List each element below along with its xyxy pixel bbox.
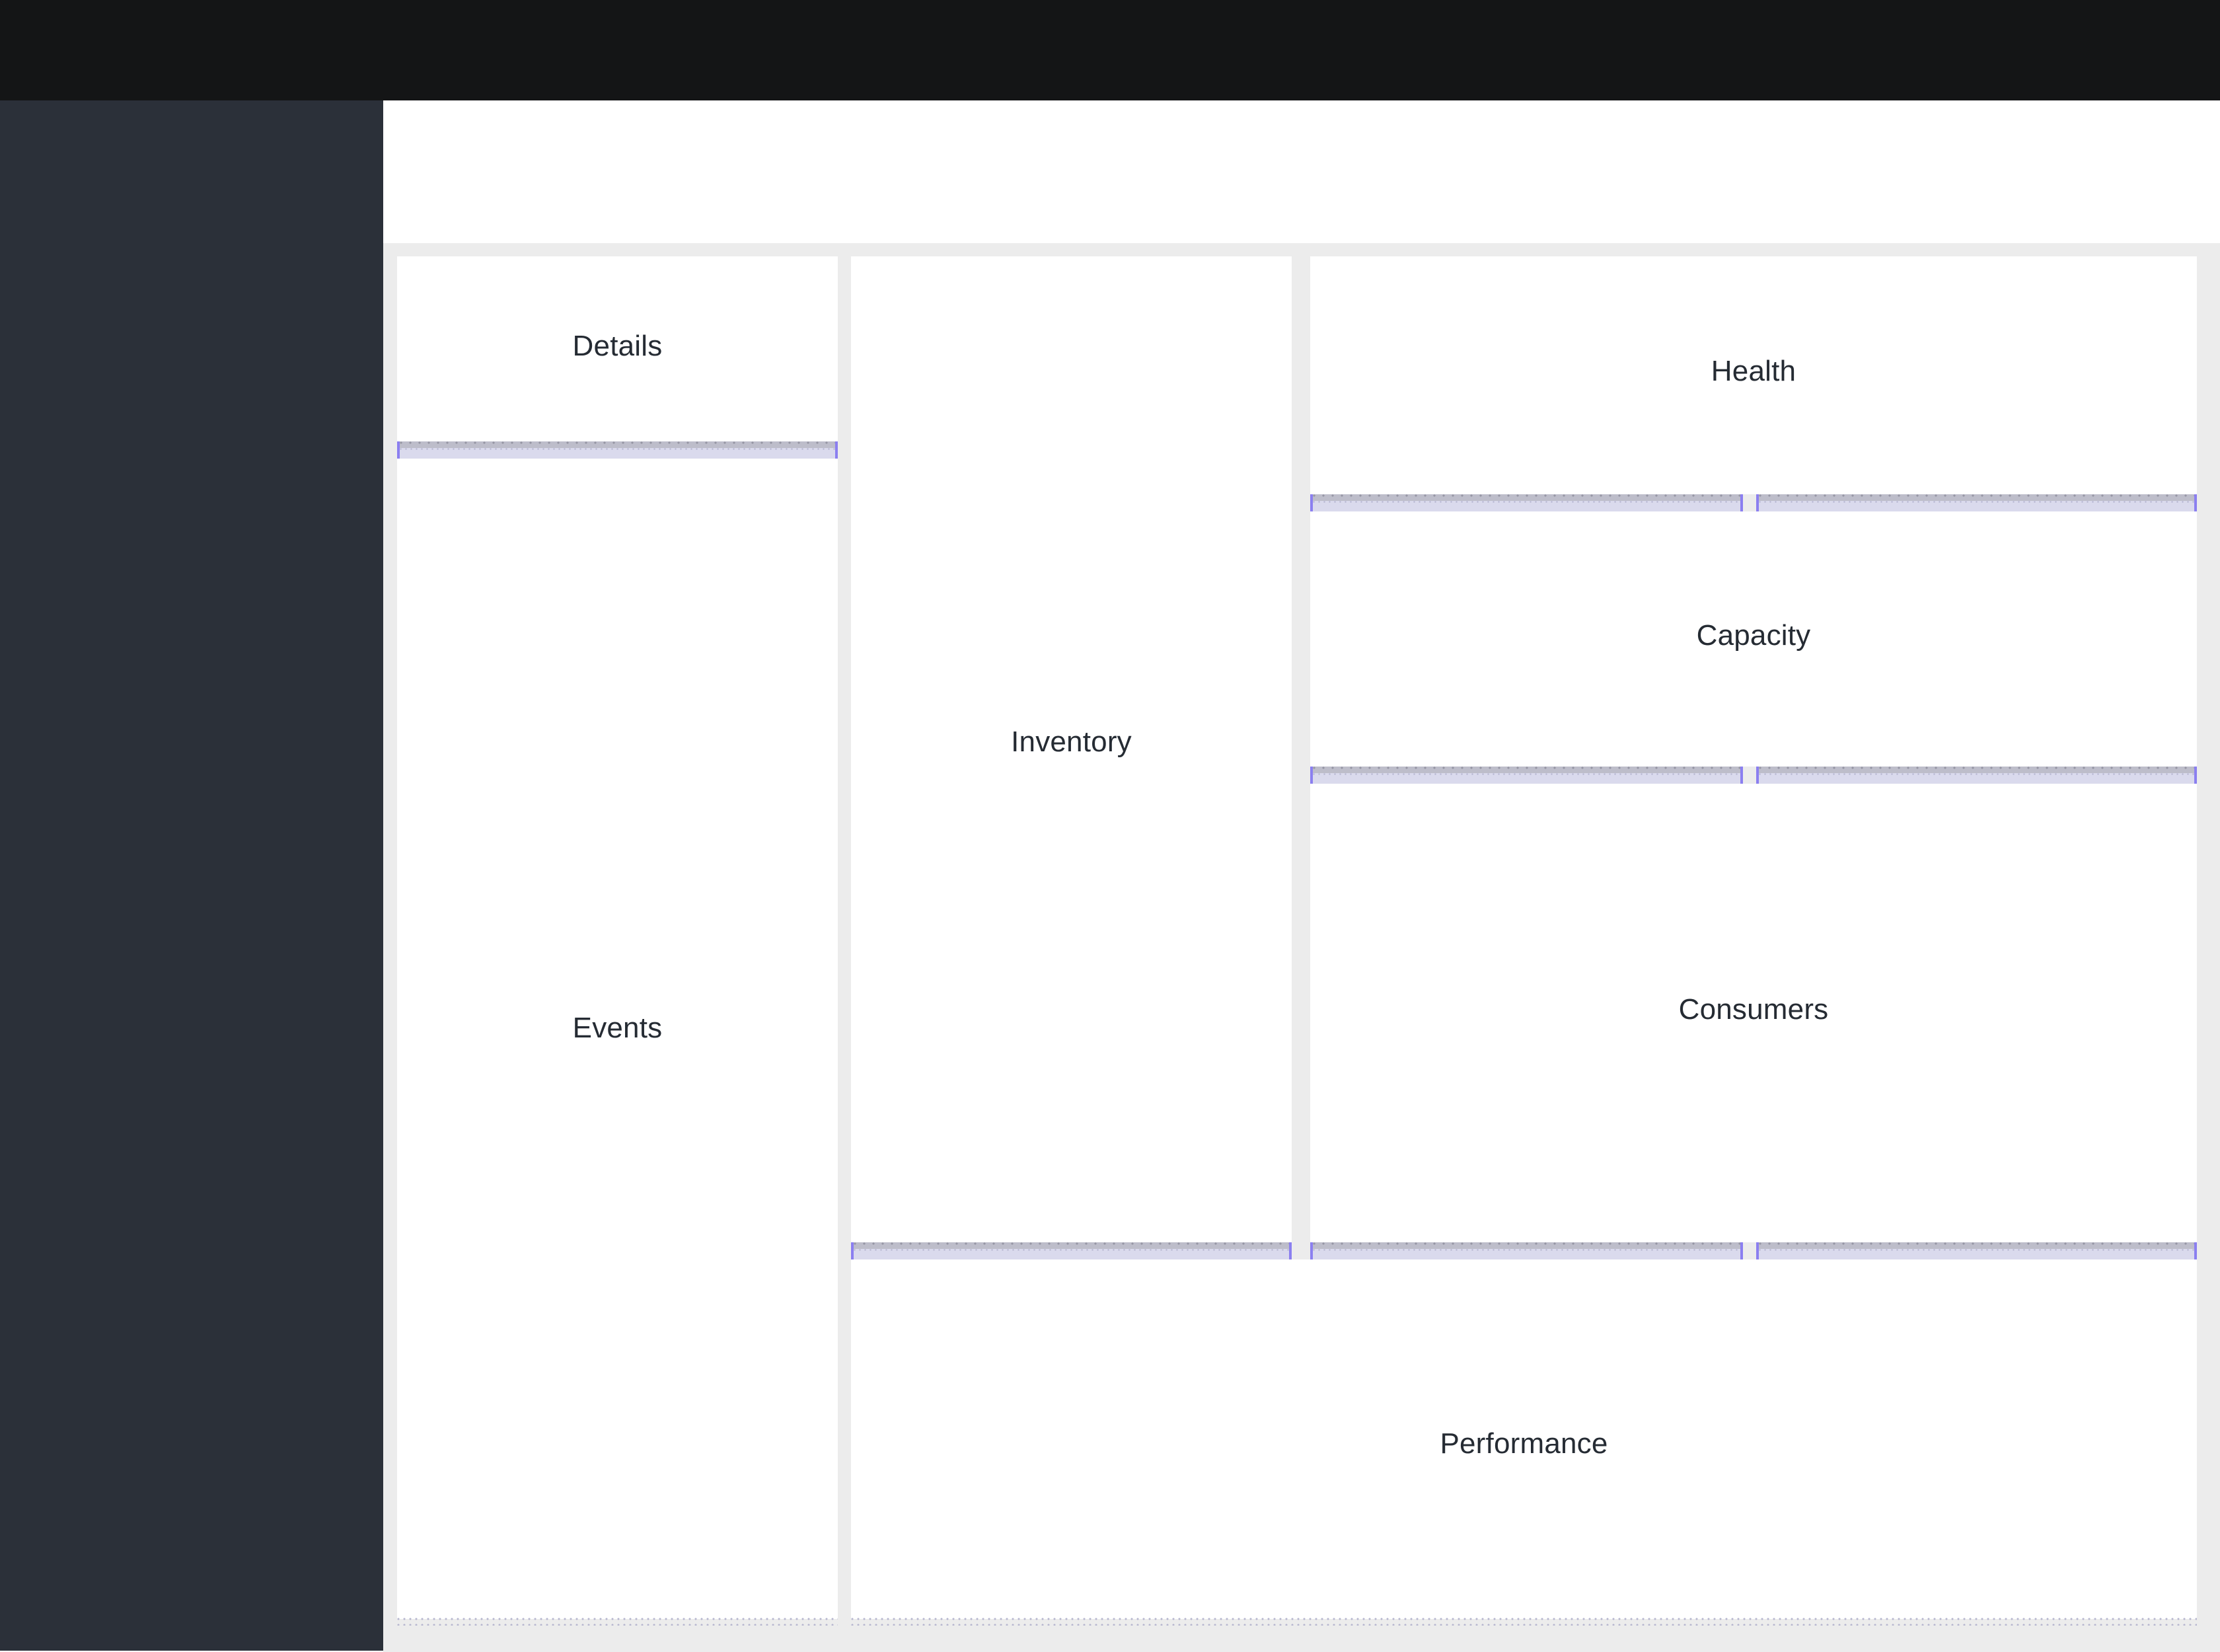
splitter-grip-icon [1759, 1242, 2194, 1249]
splitter-grip-fine-icon [1759, 501, 2194, 506]
splitter-capacity-consumers-right[interactable] [1756, 767, 2197, 784]
panel-events[interactable]: Events [397, 459, 838, 1619]
splitter-grip-icon [1759, 767, 2194, 773]
splitter-grip-fine-icon [854, 1249, 1289, 1254]
resize-handle-column-one[interactable] [397, 1618, 838, 1626]
sidebar-navigation[interactable] [0, 100, 383, 1651]
splitter-grip-fine-icon [1313, 1249, 1740, 1254]
splitter-inventory-performance[interactable] [851, 1242, 1292, 1259]
splitter-grip-fine-icon [1759, 1249, 2194, 1254]
main-content-area: Details Events Inventory Health [383, 100, 2220, 1652]
splitter-grip-icon [854, 1242, 1289, 1249]
panel-title-inventory: Inventory [1011, 726, 1132, 758]
window-title-bar [0, 0, 2220, 100]
panel-health[interactable]: Health [1310, 256, 2197, 494]
panel-title-consumers: Consumers [1678, 993, 1829, 1026]
splitter-grip-icon [1313, 494, 1740, 501]
splitter-grip-fine-icon [1759, 773, 2194, 778]
sidebar [0, 100, 383, 1651]
panel-title-health: Health [1711, 355, 1796, 387]
splitter-grip-icon [1313, 767, 1740, 773]
panel-title-performance: Performance [1440, 1427, 1608, 1460]
dashboard-canvas: Details Events Inventory Health [383, 243, 2220, 1652]
panel-capacity[interactable]: Capacity [1310, 511, 2197, 767]
panel-title-details: Details [572, 330, 663, 362]
splitter-consumers-performance-left[interactable] [1310, 1242, 1743, 1259]
page-header [383, 100, 2220, 243]
splitter-health-capacity-left[interactable] [1310, 494, 1743, 511]
panel-title-events: Events [572, 1012, 663, 1044]
panel-performance[interactable]: Performance [851, 1259, 2197, 1619]
splitter-grip-icon [400, 441, 835, 448]
splitter-grip-icon [1313, 1242, 1740, 1249]
splitter-health-capacity-right[interactable] [1756, 494, 2197, 511]
panel-title-capacity: Capacity [1696, 619, 1811, 652]
panel-inventory[interactable]: Inventory [851, 256, 1292, 1242]
panel-consumers[interactable]: Consumers [1310, 784, 2197, 1242]
splitter-grip-icon [1759, 494, 2194, 501]
splitter-grip-fine-icon [400, 448, 835, 453]
panel-details[interactable]: Details [397, 256, 838, 441]
splitter-consumers-performance-right[interactable] [1756, 1242, 2197, 1259]
splitter-grip-fine-icon [1313, 773, 1740, 778]
splitter-grip-fine-icon [1313, 501, 1740, 506]
splitter-capacity-consumers-left[interactable] [1310, 767, 1743, 784]
splitter-details-events[interactable] [397, 441, 838, 459]
resize-handle-performance[interactable] [851, 1618, 2197, 1626]
